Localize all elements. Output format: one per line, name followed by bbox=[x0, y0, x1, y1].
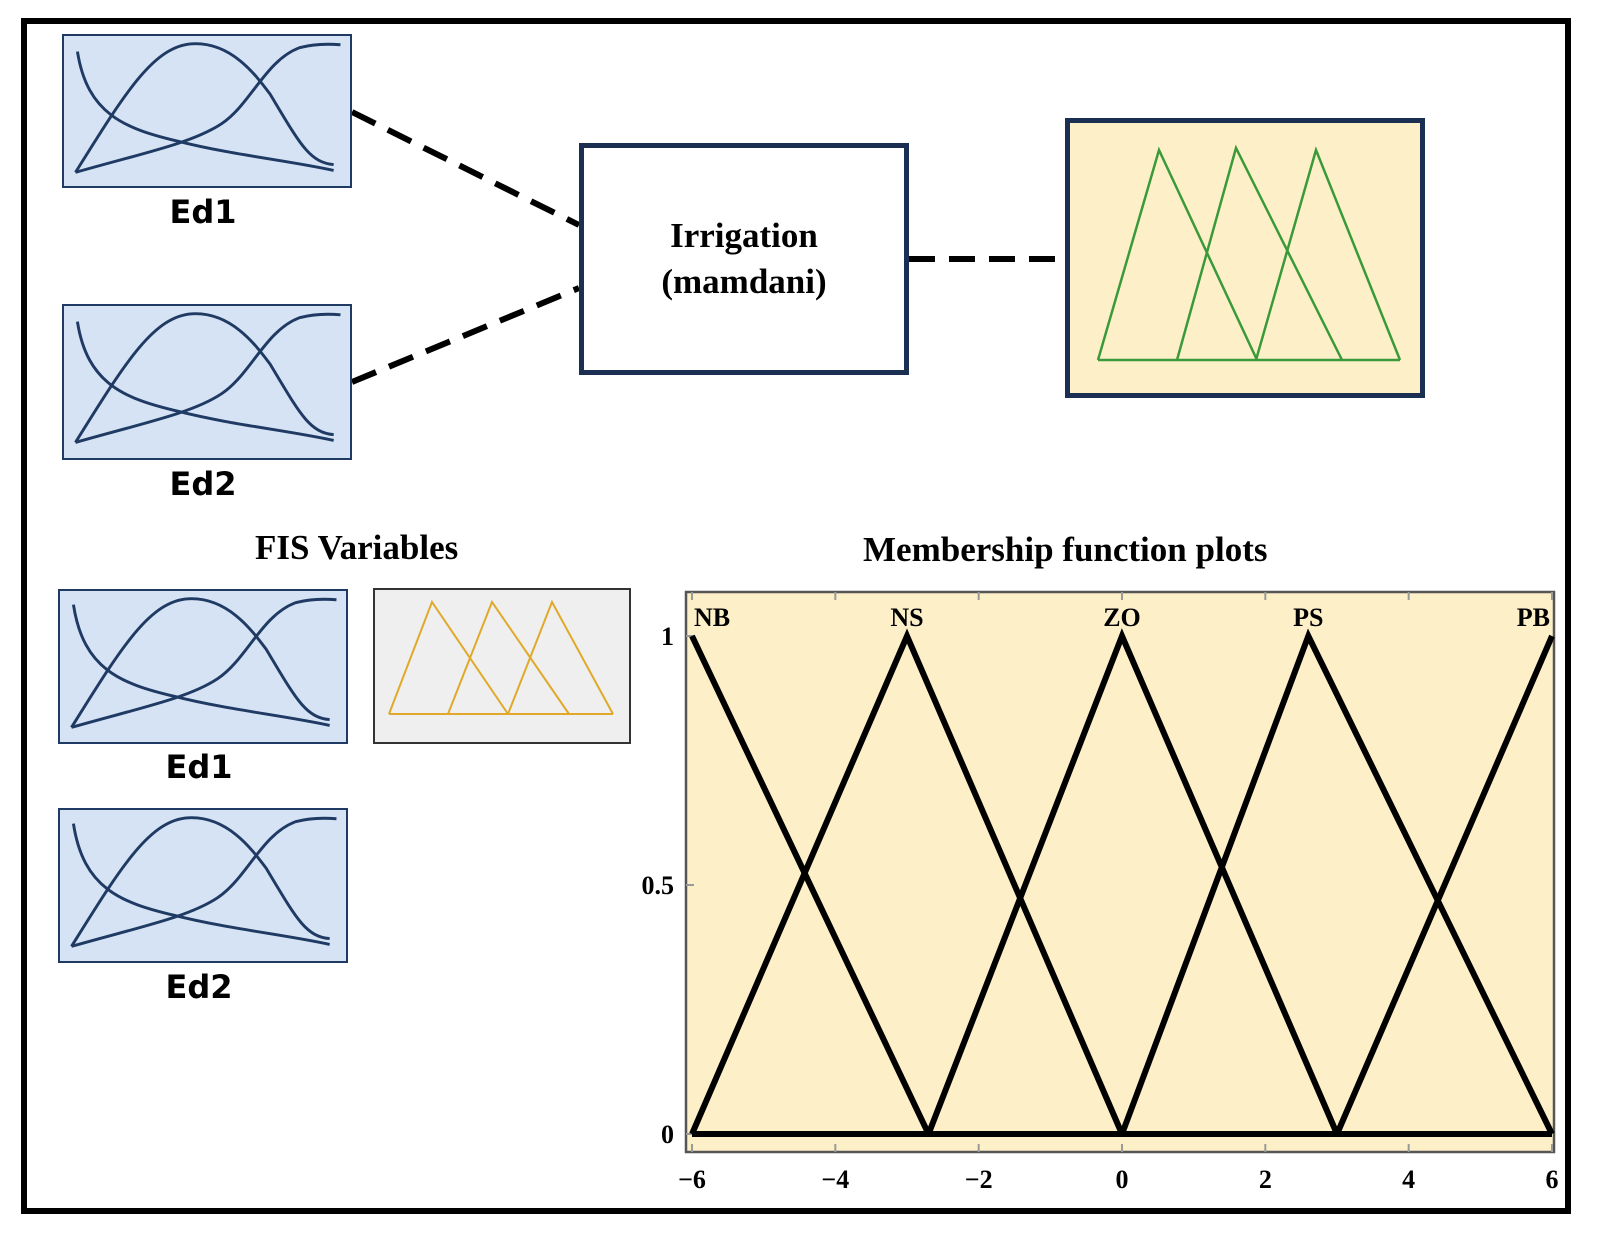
membership-function-chart: NB NS ZO PS PB −6 −4 −2 0 2 4 6 0 0.5 1 bbox=[642, 590, 1559, 1194]
input-mf-box-ed2 bbox=[62, 304, 352, 460]
mf-label-ps: PS bbox=[1293, 603, 1323, 632]
output-mf-triangles bbox=[1096, 144, 1402, 362]
mf-series-ps bbox=[1119, 628, 1555, 1136]
fis-system-box: Irrigation (mamdani) bbox=[579, 143, 909, 375]
figure-frame bbox=[21, 18, 1571, 1214]
fis-input-label-ed1: Ed1 bbox=[165, 748, 233, 786]
mf-series-nb bbox=[689, 634, 932, 1136]
mf-label-pb: PB bbox=[1517, 603, 1550, 632]
x-tick-label: −2 bbox=[965, 1165, 993, 1194]
mf-label-nb: NB bbox=[694, 603, 730, 632]
x-tick-label: −6 bbox=[678, 1165, 706, 1194]
y-tick-label: 0 bbox=[661, 1120, 674, 1149]
system-type: (mamdani) bbox=[661, 262, 827, 301]
input-mf-box-ed1 bbox=[62, 34, 352, 188]
fis-input-mf-box-ed2 bbox=[58, 808, 348, 963]
mf-label-zo: ZO bbox=[1103, 603, 1141, 632]
fis-input-label-ed2: Ed2 bbox=[165, 968, 233, 1006]
mf-series-zo bbox=[925, 628, 1340, 1136]
input-mf-curves bbox=[74, 42, 341, 174]
x-tick-label: 2 bbox=[1259, 1165, 1272, 1194]
y-tick-label: 0.5 bbox=[642, 871, 675, 900]
mf-series-pb bbox=[1334, 634, 1555, 1136]
x-tick-label: 6 bbox=[1546, 1165, 1559, 1194]
mf-label-ns: NS bbox=[890, 603, 923, 632]
input-mf-curves bbox=[70, 597, 337, 729]
x-tick-label: 0 bbox=[1116, 1165, 1129, 1194]
x-tick-label: −4 bbox=[821, 1165, 849, 1194]
connector-ed2-to-system bbox=[350, 285, 581, 385]
connector-ed1-to-system bbox=[350, 109, 581, 228]
mf-series-ns bbox=[689, 628, 1125, 1136]
input-label-ed1: Ed1 bbox=[169, 193, 237, 231]
x-tick-label: 4 bbox=[1402, 1165, 1415, 1194]
input-mf-curves bbox=[70, 816, 337, 948]
y-tick-label: 1 bbox=[661, 622, 674, 651]
input-label-ed2: Ed2 bbox=[169, 465, 237, 503]
fis-variables-title: FIS Variables bbox=[255, 528, 459, 567]
fis-input-mf-box-ed1 bbox=[58, 589, 348, 744]
output-mf-box bbox=[1065, 118, 1425, 398]
system-name: Irrigation bbox=[670, 216, 818, 255]
output-mf-triangles bbox=[388, 599, 614, 715]
input-mf-curves bbox=[74, 312, 341, 444]
plot-area bbox=[684, 590, 1556, 1154]
fis-output-mf-box bbox=[373, 588, 631, 744]
membership-plot-title: Membership function plots bbox=[863, 530, 1268, 569]
